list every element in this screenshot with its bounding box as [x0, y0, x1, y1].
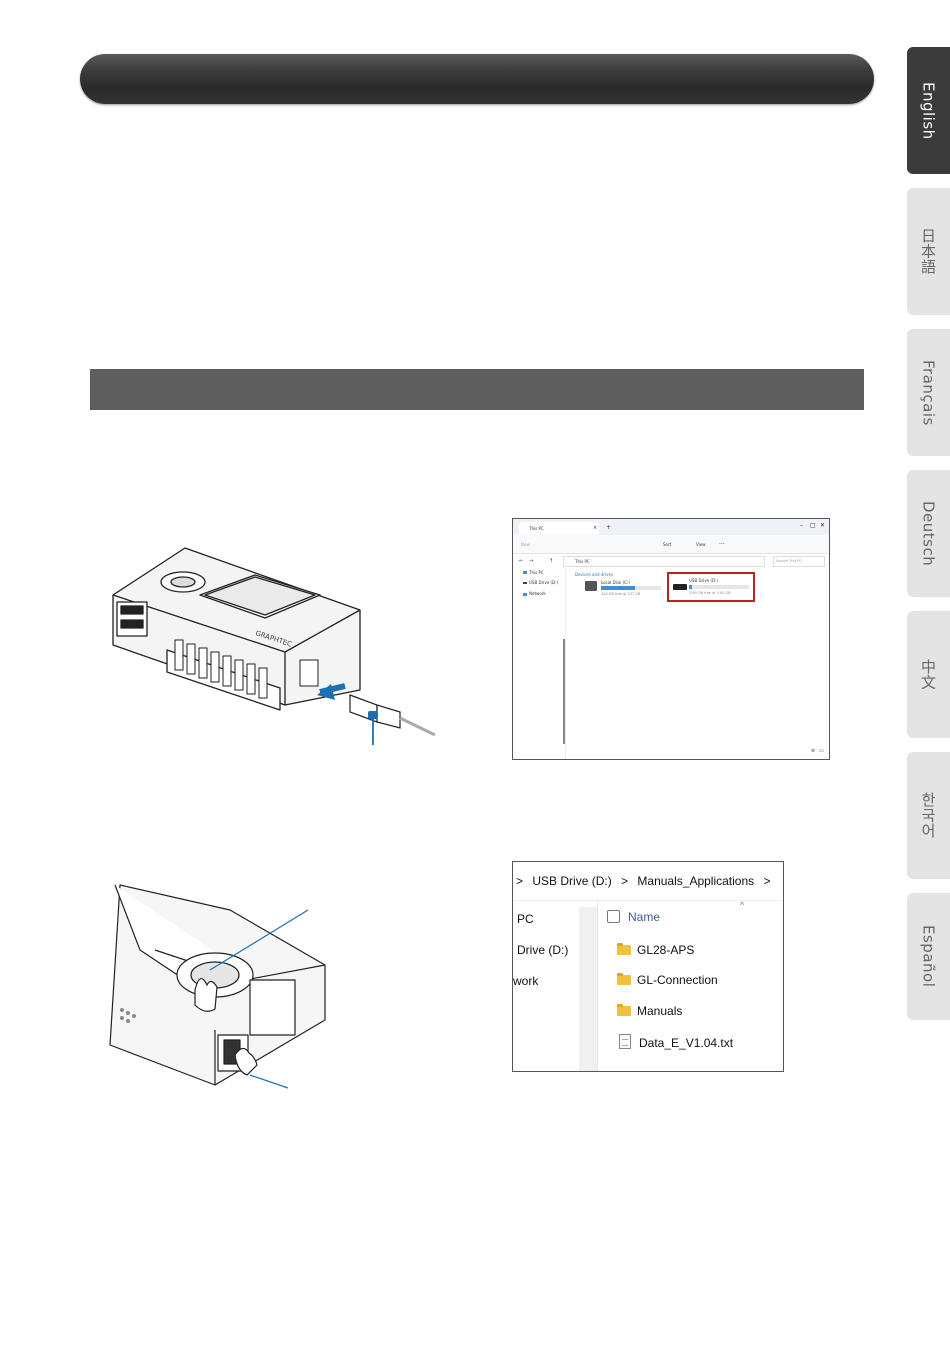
sort-button[interactable]: Sort [663, 542, 672, 547]
close-tab-icon[interactable]: × [593, 525, 598, 531]
item-name: Data_E_V1.04.txt [639, 1036, 734, 1050]
up-arrow-icon[interactable]: ↑ [549, 558, 554, 564]
breadcrumb: > USB Drive (D:) > Manuals_Applications … [513, 874, 774, 888]
forward-arrow-icon[interactable]: → [529, 558, 534, 564]
new-tab-icon[interactable]: + [606, 524, 612, 531]
chevron-right-icon[interactable]: > [763, 874, 771, 888]
divider [513, 900, 783, 901]
tiles-view-icon[interactable]: ▭ [819, 748, 824, 754]
item-name: Manuals [637, 1004, 683, 1018]
breadcrumb-usb-drive[interactable]: USB Drive (D:) [532, 874, 612, 888]
minimize-icon[interactable]: – [800, 522, 803, 529]
breadcrumb-manuals-applications[interactable]: Manuals_Applications [637, 874, 755, 888]
list-item[interactable]: GL28-APS [617, 943, 694, 957]
usb-drive-usage-bar [689, 585, 749, 589]
nav-scrollbar[interactable] [563, 639, 565, 744]
explorer-window-manuals-applications: > USB Drive (D:) > Manuals_Applications … [512, 861, 784, 1072]
tab-spanish[interactable]: Español [907, 893, 950, 1020]
nav-item-pc[interactable]: PC [517, 912, 534, 926]
explorer-window-this-pc: This PC × + – □ ✕ New Sort View ··· ← → … [512, 518, 830, 760]
search-placeholder: Search This PC [776, 559, 802, 563]
chevron-right-icon: > [516, 874, 524, 888]
tab-label: English [919, 81, 938, 140]
tab-german[interactable]: Deutsch [907, 470, 950, 597]
device-usb-connection-illustration: GRAPHTEC [112, 547, 436, 745]
tab-label: Français [919, 359, 938, 426]
usb-drive-highlight [667, 572, 755, 602]
list-item[interactable]: GL-Connection [617, 973, 718, 987]
back-arrow-icon[interactable]: ← [519, 558, 524, 564]
maximize-icon[interactable]: □ [810, 522, 816, 529]
close-icon[interactable]: ✕ [820, 522, 826, 529]
tab-label: 日本語 [919, 228, 937, 275]
usb-drive-name[interactable]: USB Drive (D:) [689, 578, 718, 583]
column-header-name[interactable]: Name [628, 910, 661, 924]
tab-label: Español [919, 925, 938, 988]
tab-french[interactable]: Français [907, 329, 950, 456]
nav-item-drive[interactable]: Drive (D:) [517, 943, 569, 957]
tab-japanese[interactable]: 日本語 [907, 188, 950, 315]
local-disk-free: 104 GB free of 237 GB [601, 592, 641, 596]
network-icon [523, 593, 527, 596]
search-input[interactable] [773, 556, 825, 567]
usb-drive-free: 3.60 GB free of 3.00 GB [689, 591, 731, 595]
nav-item-network[interactable]: Network [529, 591, 546, 596]
item-name: GL28-APS [637, 943, 695, 957]
navigation-pane [513, 569, 566, 759]
nav-item-network[interactable]: work [513, 974, 539, 988]
list-item[interactable]: Data_E_V1.04.txt [617, 1034, 733, 1050]
nav-scrollbar[interactable] [579, 907, 597, 1071]
tab-label: 中文 [919, 659, 937, 690]
tab-english[interactable]: English [907, 47, 950, 174]
select-all-checkbox[interactable] [607, 910, 620, 923]
new-button[interactable]: New [521, 542, 530, 547]
folder-icon [617, 1004, 631, 1016]
address-text: This PC [575, 559, 590, 564]
tab-label: Deutsch [919, 500, 938, 567]
chapter-title-bar [80, 54, 874, 104]
section-heading-bar [90, 369, 864, 410]
group-label: Devices and drives [575, 572, 614, 577]
device-button-press-illustration [109, 884, 326, 1089]
tab-korean[interactable]: 한국어 [907, 752, 950, 879]
usb-drive-tile-icon [673, 584, 687, 590]
sort-caret-icon[interactable]: ^ [740, 900, 745, 910]
details-view-icon[interactable]: ≡ [811, 748, 816, 754]
tab-label: 한국어 [919, 792, 937, 839]
item-name: GL-Connection [637, 973, 718, 987]
folder-icon [617, 973, 631, 985]
address-bar[interactable] [563, 556, 765, 567]
local-disk-name[interactable]: Local Disk (C:) [601, 580, 630, 585]
local-disk-icon [585, 581, 597, 591]
nav-item-usb-drive[interactable]: USB Drive (D:) [529, 580, 558, 585]
pane-divider [597, 901, 598, 1071]
text-file-icon [619, 1034, 631, 1049]
tab-chinese[interactable]: 中文 [907, 611, 950, 738]
folder-icon [617, 943, 631, 955]
tab-title: This PC [529, 526, 544, 531]
more-button[interactable]: ··· [719, 541, 725, 548]
list-item[interactable]: Manuals [617, 1004, 682, 1018]
local-disk-usage-bar [601, 586, 661, 590]
usb-drive-icon [523, 582, 527, 584]
nav-item-this-pc[interactable]: This PC [529, 570, 544, 575]
pc-icon [523, 571, 527, 574]
view-button[interactable]: View [696, 542, 706, 547]
command-bar [513, 535, 829, 554]
tab-this-pc[interactable] [519, 522, 599, 535]
chevron-right-icon: > [621, 874, 629, 888]
